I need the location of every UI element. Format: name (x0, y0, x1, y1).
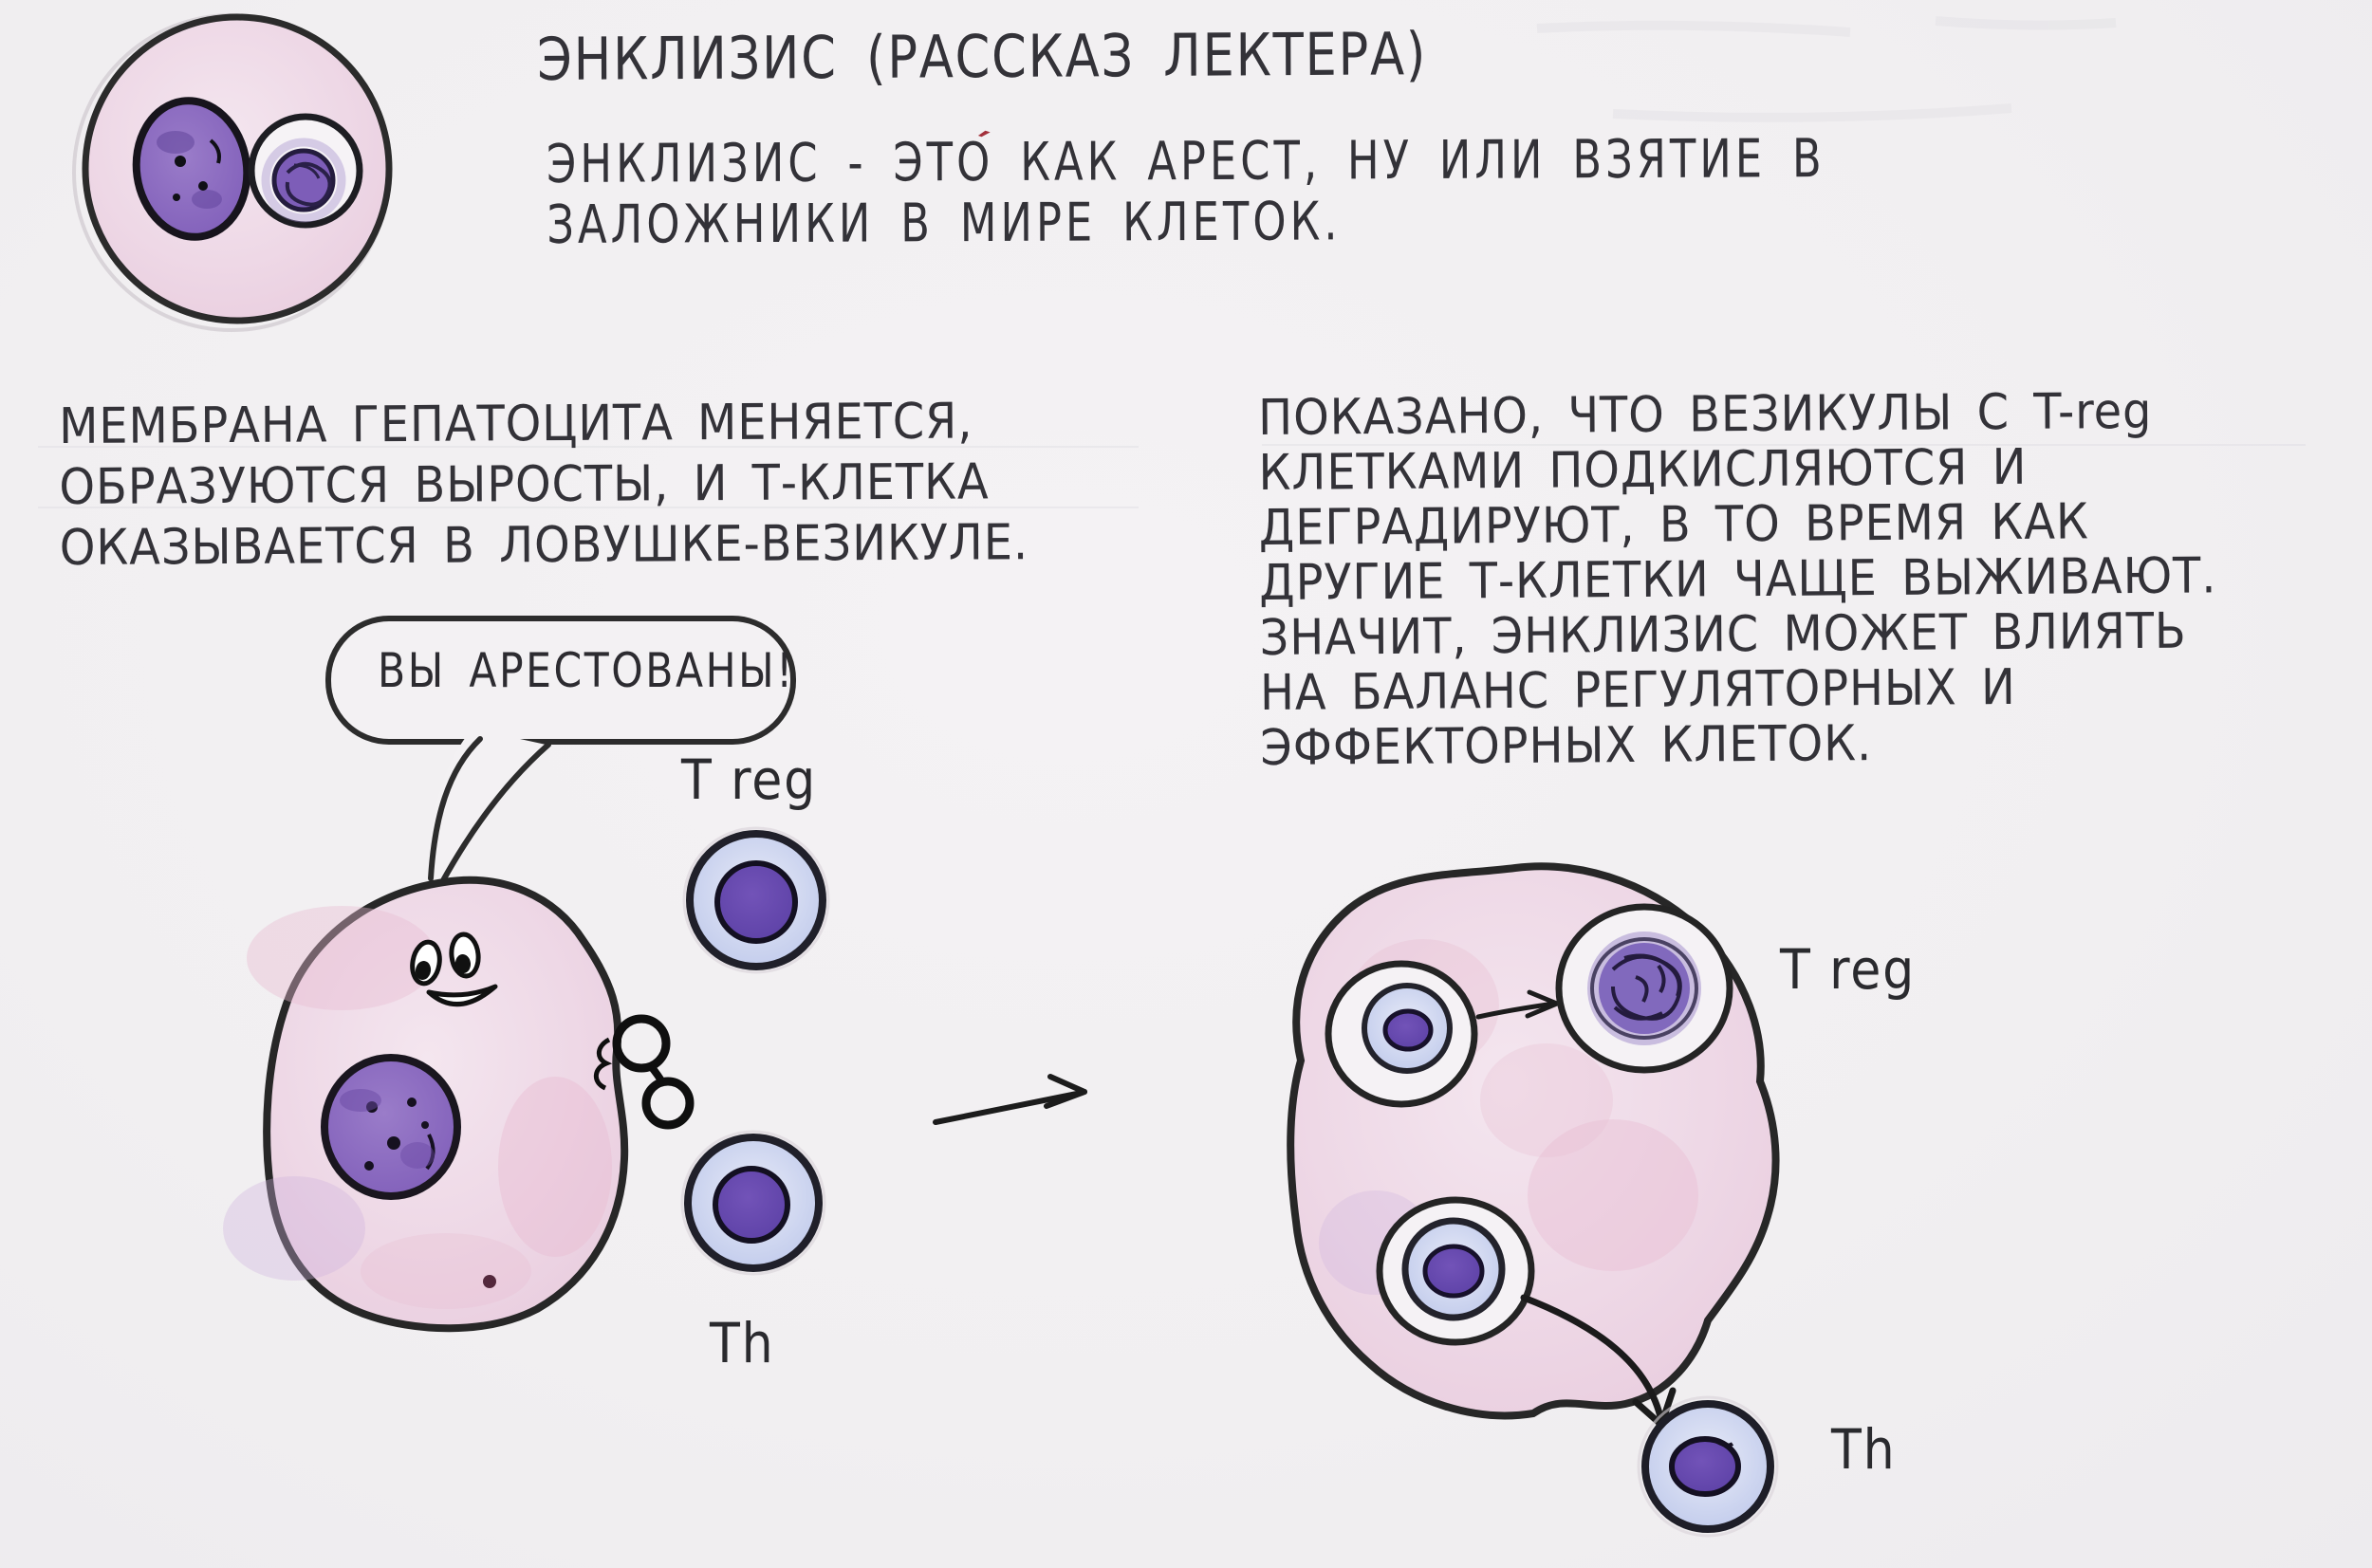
hepatocyte-left (223, 876, 629, 1333)
note-line: ДРУГИЕ Т-КЛЕТКИ ЧАЩЕ ВЫЖИВАЮТ. (1259, 547, 2217, 612)
vesicle-with-th (1376, 1196, 1535, 1346)
bubble-tail (428, 736, 483, 881)
th-label-right: Th (1831, 1417, 1897, 1482)
note-line: ОБРАЗУЮТСЯ ВЫРОСТЫ, И Т-КЛЕТКА (59, 453, 990, 516)
definition-line: ЗАЛОЖНИКИ В МИРЕ КЛЕТОК. (547, 191, 1342, 256)
nucleus-shade (157, 131, 195, 154)
speech-bubble (325, 616, 796, 885)
definition-text: ЭНКЛИЗИС - ЭТО КАК АРЕСТ, НУ ИЛИ ВЗЯТИЕ … (546, 128, 1825, 256)
cell-nucleus (713, 1166, 790, 1244)
th-label-left: Th (710, 1311, 775, 1375)
degrading-cell-scribble (1611, 953, 1682, 1021)
note-line: ЗНАЧИТ, ЭНКЛИЗИС МОЖЕТ ВЛИЯТЬ (1259, 602, 2187, 667)
transition-arrow-icon (933, 1074, 1087, 1125)
pencil-ghost-outline (680, 1130, 826, 1276)
ruled-line (38, 446, 1139, 448)
ruled-line (38, 507, 1139, 508)
ruled-line (1262, 444, 2306, 446)
cell-nucleus (1422, 1244, 1485, 1299)
treg-cell-left (682, 826, 830, 974)
note-line: ДЕГРАДИРУЮТ, В ТО ВРЕМЯ КАК (1258, 493, 2089, 557)
speech-bubble-text: ВЫ АРЕСТОВАНЫ! (378, 643, 795, 698)
smiley-face (410, 932, 498, 1006)
handcuffs-icon (593, 1014, 695, 1130)
pupil-right (454, 954, 472, 973)
degrading-cell-outline (1590, 937, 1698, 1040)
page-title: ЭНКЛИЗИС (РАССКАЗ ЛЕКТЕРА) (537, 19, 1428, 94)
membrane-protrusion (593, 1037, 613, 1091)
vesicle-with-intact-treg (1325, 960, 1478, 1108)
note-line: КЛЕТКАМИ ПОДКИСЛЯЮТСЯ И (1258, 438, 2028, 502)
th-cell-left (680, 1130, 826, 1276)
bubble-tail (439, 742, 551, 885)
engulfed-cell-halo (261, 138, 346, 223)
nucleus-shade (400, 1142, 435, 1169)
hepatocyte-right (1287, 862, 1780, 1420)
note-line: НА БАЛАНС РЕГУЛЯТОРНЫХ И (1259, 658, 2016, 722)
bleed-through-marks (1536, 16, 2117, 122)
vesicle-with-degrading-treg (1555, 903, 1733, 1074)
treg-label-right: T reg (1780, 937, 1917, 1002)
engulfed-cell-scribble (285, 161, 332, 207)
nucleus-crease (425, 1134, 435, 1171)
smile-mouth (426, 984, 498, 1006)
note-line: ОКАЗЫВАЕТСЯ В ЛОВУШКЕ-ВЕЗИКУЛЕ. (59, 514, 1029, 577)
nucleus-crease (1715, 1440, 1734, 1448)
treg-label-left: T reg (681, 747, 818, 812)
acidification-arrow-icon (1475, 989, 1560, 1020)
note-line: МЕМБРАНА ГЕПАТОЦИТА МЕНЯЕТСЯ, (59, 393, 973, 455)
definition-line: ЭНКЛИЗИС - ЭТО КАК АРЕСТ, НУ ИЛИ ВЗЯТИЕ … (546, 128, 1825, 195)
membrane-dot (483, 1275, 496, 1288)
engulfed-cell-scribble (293, 163, 321, 179)
nucleus-crease (209, 138, 221, 164)
nucleus-speckles (173, 156, 208, 201)
left-note: МЕМБРАНА ГЕПАТОЦИТА МЕНЯЕТСЯ, ОБРАЗУЮТСЯ… (59, 391, 1028, 579)
pencil-ghost-outline (682, 826, 830, 974)
th-cell-released (1637, 1395, 1779, 1538)
note-line: ЭФФЕКТОРНЫХ КЛЕТОК. (1260, 715, 1873, 777)
nucleus-shade (192, 190, 222, 209)
note-line: ПОКАЗАНО, ЧТО ВЕЗИКУЛЫ С T-reg (1257, 382, 2153, 447)
cell-nucleus (1382, 1008, 1434, 1052)
blush-patches (223, 906, 612, 1309)
nucleus-shade (340, 1089, 381, 1112)
pupil-left (415, 961, 432, 980)
pencil-ghost-outline (1637, 1395, 1779, 1538)
cell-nucleus (1669, 1436, 1741, 1497)
hepatocyte-nucleus (321, 1054, 461, 1200)
cell-nucleus (714, 860, 798, 944)
logo-hepatocyte-with-engulfed-cell (72, 13, 393, 332)
right-note: ПОКАЗАНО, ЧТО ВЕЗИКУЛЫ С T-reg КЛЕТКАМИ … (1257, 382, 2218, 777)
